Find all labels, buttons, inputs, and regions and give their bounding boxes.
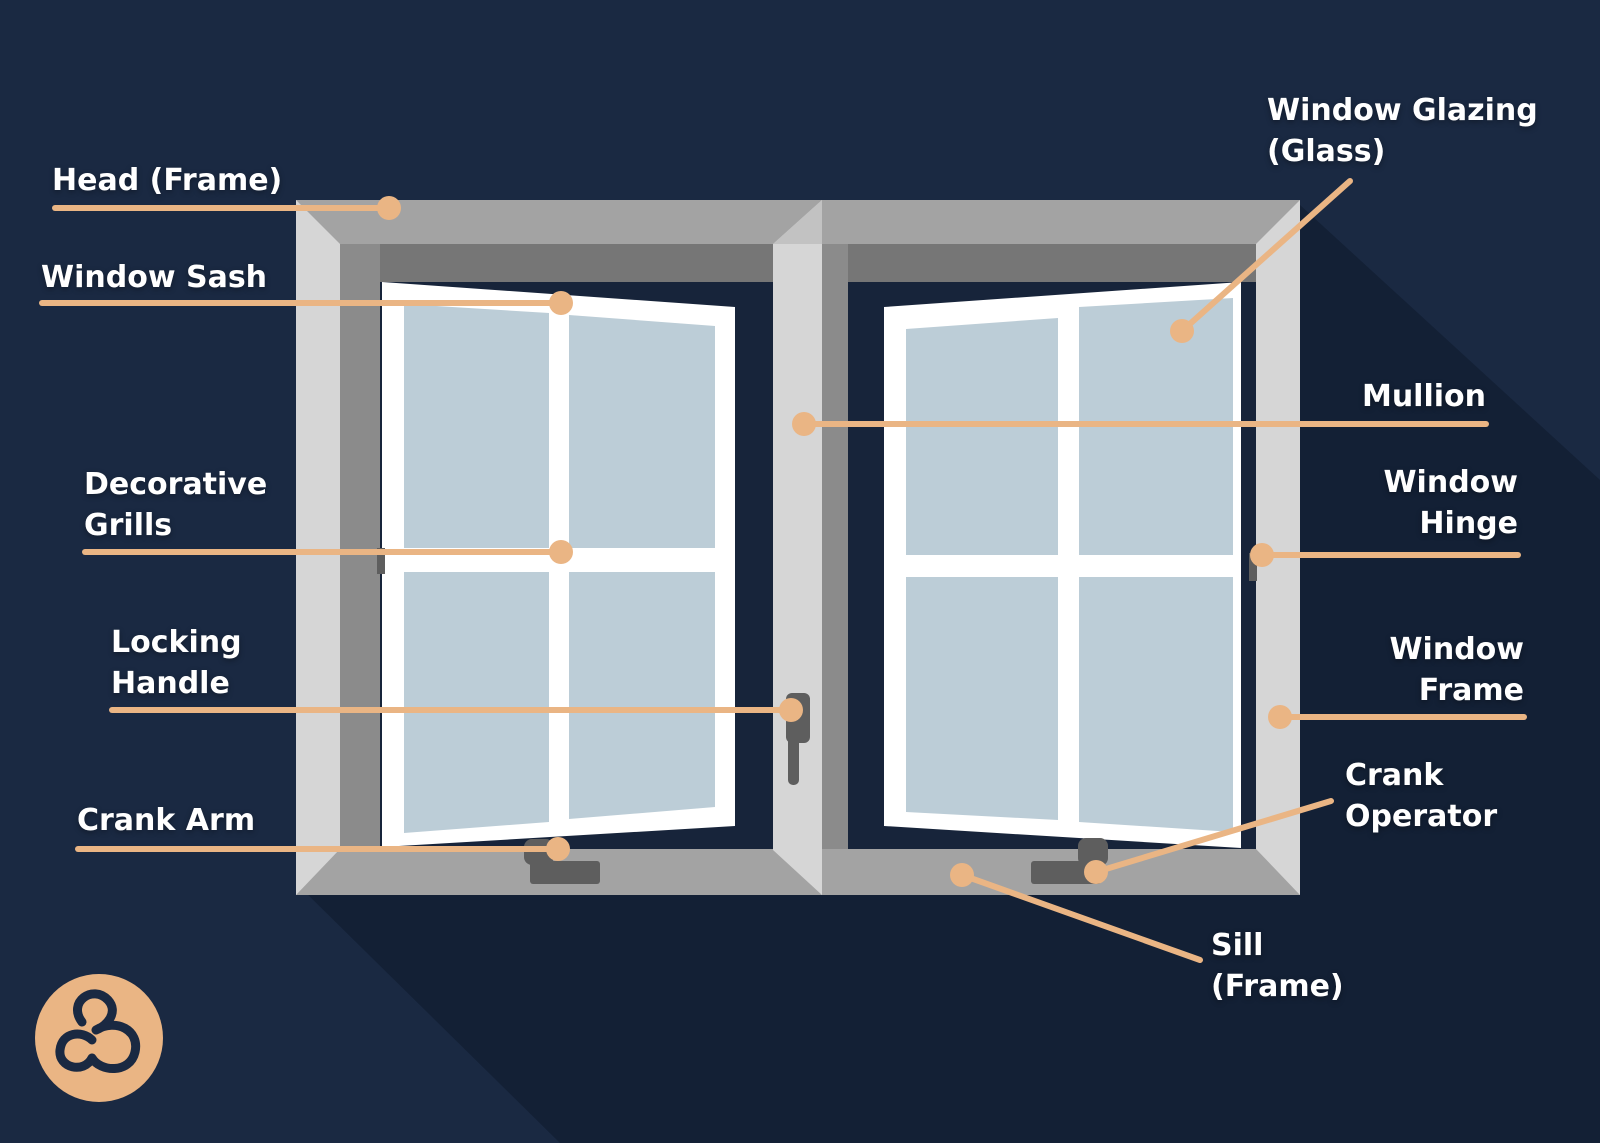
label-locking-handle: Locking Handle [111, 625, 242, 701]
callout-line-crank-operator [1093, 798, 1334, 875]
right-opening-side-depth [822, 244, 848, 849]
crank-operator-base [1031, 861, 1101, 884]
left-opening-side-depth [340, 244, 380, 849]
right-glass-pane-4 [1079, 577, 1233, 832]
left-opening-top-depth [340, 244, 773, 282]
callout-line-sill-frame [959, 872, 1203, 963]
label-mullion: Mullion [1361, 379, 1486, 414]
label-window-frame: Window Frame [1389, 632, 1524, 708]
left-glass-pane-3 [404, 572, 549, 833]
callout-dot-decorative-grills [549, 540, 573, 564]
brand-logo-icon [35, 974, 163, 1102]
label-window-glazing: Window Glazing (Glass) [1267, 93, 1538, 169]
callout-dot-window-glazing [1170, 319, 1194, 343]
callout-dot-crank-arm [546, 837, 570, 861]
crank-arm-base [530, 861, 600, 884]
label-crank-arm: Crank Arm [77, 803, 256, 838]
callout-dot-crank-operator [1084, 860, 1108, 884]
label-window-hinge: Window Hinge [1383, 465, 1518, 541]
label-crank-operator: Crank Operator [1345, 758, 1498, 834]
crank-operator-knob [1078, 838, 1108, 866]
callout-line-window-glazing [1179, 178, 1353, 334]
label-window-sash: Window Sash [41, 260, 268, 295]
callout-dot-sill-frame [950, 863, 974, 887]
left-glass-pane-1 [404, 304, 549, 548]
callout-dot-mullion [792, 412, 816, 436]
locking-handle-lever [788, 712, 799, 785]
right-hinge [1249, 553, 1257, 581]
right-opening-top-depth [822, 244, 1256, 282]
right-glass-pane-3 [906, 577, 1058, 820]
label-sill-frame: Sill (Frame) [1211, 928, 1344, 1004]
callout-dot-head-frame [377, 196, 401, 220]
label-decorative-grills: Decorative Grills [84, 467, 268, 543]
label-head-frame: Head (Frame) [52, 163, 283, 198]
left-glass-pane-2 [569, 315, 715, 548]
callout-dot-locking-handle [779, 698, 803, 722]
left-hinge [377, 548, 385, 574]
mullion-shade [773, 200, 822, 244]
mullion [773, 200, 822, 895]
callout-dot-window-sash [549, 291, 573, 315]
left-glass-pane-4 [569, 572, 715, 819]
right-glass-pane-1 [906, 318, 1058, 555]
callout-dot-window-frame [1268, 705, 1292, 729]
callout-dot-window-hinge [1250, 543, 1274, 567]
